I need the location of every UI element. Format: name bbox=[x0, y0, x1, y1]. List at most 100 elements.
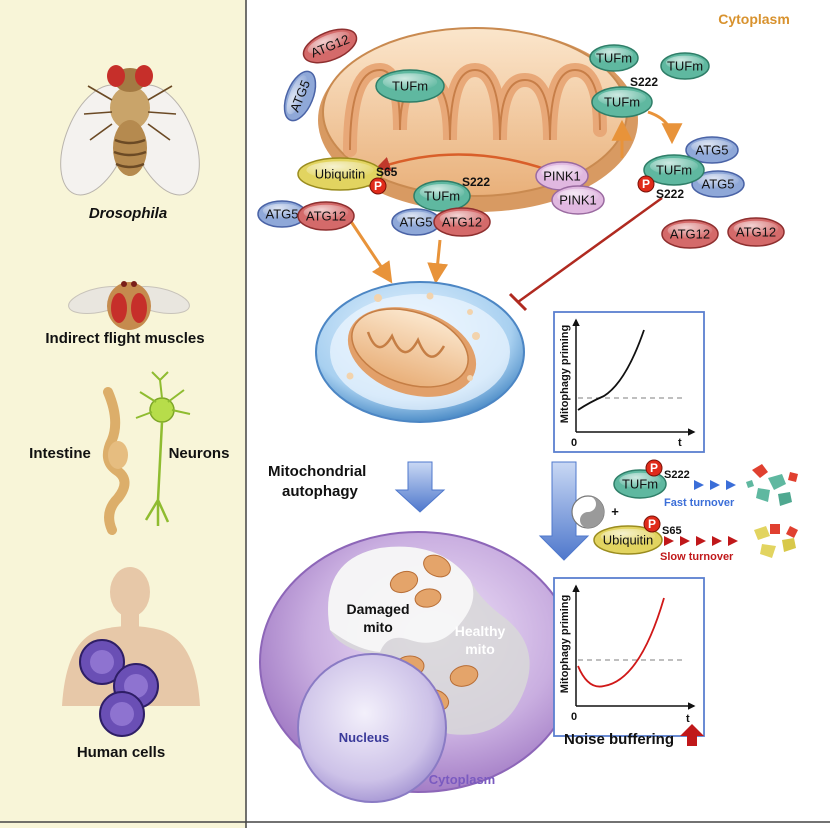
atg5-protein-complex-2-label: ATG5 bbox=[702, 177, 735, 192]
ubiquitin-protein-turnover: Ubiquitin bbox=[593, 525, 663, 555]
atg5-protein-center-label: ATG5 bbox=[400, 215, 433, 230]
cytoplasm-bottom-label: Cytoplasm bbox=[429, 772, 495, 787]
pink1-protein-1: PINK1 bbox=[535, 161, 589, 191]
atg5-protein-left-label: ATG5 bbox=[266, 207, 299, 222]
atg12-protein-center-label: ATG12 bbox=[442, 215, 482, 230]
plot-2-ylabel: Mitophagy priming bbox=[559, 595, 571, 693]
healthy-label-1: Healthy bbox=[455, 623, 506, 639]
tufm-protein-complex: TUFm bbox=[643, 154, 705, 186]
human-cells-icon bbox=[79, 639, 159, 737]
tufm-protein-matrix: TUFm bbox=[375, 69, 445, 103]
tufm-protein-matrix-label: TUFm bbox=[392, 79, 428, 94]
tufm-protein-2: TUFm bbox=[660, 52, 710, 80]
tufm-protein-complex-label: TUFm bbox=[656, 163, 692, 178]
drosophila-icon bbox=[60, 65, 200, 196]
atg12-protein-center: ATG12 bbox=[433, 207, 491, 237]
cell bbox=[259, 531, 577, 803]
s222-label-3: S222 bbox=[462, 175, 490, 189]
plot-1: Mitophagy priming 0 t bbox=[553, 311, 705, 453]
red-up-arrow bbox=[680, 724, 704, 746]
inhibition-arrow bbox=[508, 196, 663, 312]
s65-label-1: S65 bbox=[376, 165, 398, 179]
arrow-tufm-to-complex bbox=[647, 110, 683, 145]
atg5-protein-complex-1-label: ATG5 bbox=[696, 143, 729, 158]
tufm-protein-1: TUFm bbox=[589, 44, 639, 72]
phospho-ubiquitin: P bbox=[369, 177, 387, 195]
tufm-protein-center: TUFm bbox=[413, 180, 471, 212]
atg5-protein-complex-2: ATG5 bbox=[691, 170, 745, 198]
atg12-protein-right-2: ATG12 bbox=[727, 217, 785, 247]
phospho-turnover-tufm: P bbox=[645, 459, 663, 477]
arrow-complex-to-vesicle bbox=[427, 239, 449, 285]
phospho-complex: P bbox=[637, 175, 655, 193]
damaged-label-2: mito bbox=[363, 619, 393, 635]
ubiquitin-protein-turnover-label: Ubiquitin bbox=[603, 533, 654, 548]
tufm-protein-3: TUFm bbox=[591, 86, 653, 118]
s222-label-1: S222 bbox=[630, 75, 658, 89]
atg12-protein-right-1-label: ATG12 bbox=[670, 227, 710, 242]
neuron-icon bbox=[135, 371, 191, 526]
nucleus-label: Nucleus bbox=[339, 730, 390, 745]
arrow-pink1-to-ubiquitin bbox=[375, 153, 549, 172]
mito-autophagy-label-1: Mitochondrial bbox=[268, 463, 366, 480]
atg5-protein-center: ATG5 bbox=[391, 208, 441, 236]
slow-turnover-label: Slow turnover bbox=[660, 551, 734, 563]
ubiquitin-protein-label: Ubiquitin bbox=[315, 167, 366, 182]
fast-chevrons bbox=[694, 480, 736, 490]
svg-text:P: P bbox=[650, 461, 658, 475]
arrow-ubiquitin-to-vesicle bbox=[348, 219, 393, 284]
plot-2-x-origin: 0 bbox=[571, 711, 577, 723]
tufm-protein-turnover-label: TUFm bbox=[622, 477, 658, 492]
svg-text:P: P bbox=[642, 177, 650, 191]
fragments-slow bbox=[754, 524, 798, 558]
plus-sign: + bbox=[611, 504, 619, 519]
tufm-protein-turnover: TUFm bbox=[613, 469, 667, 499]
healthy-label-2: mito bbox=[465, 641, 495, 657]
fast-turnover-label: Fast turnover bbox=[664, 497, 735, 509]
phospho-turnover-ub: P bbox=[643, 515, 661, 533]
pink1-protein-2-label: PINK1 bbox=[559, 193, 597, 208]
atg12-protein-left: ATG12 bbox=[297, 201, 355, 231]
noise-buffering-label: Noise buffering bbox=[564, 731, 674, 748]
tufm-protein-3-label: TUFm bbox=[604, 95, 640, 110]
intestine-icon bbox=[102, 387, 130, 535]
blue-arrow-down-left bbox=[394, 461, 446, 513]
slow-chevrons bbox=[664, 536, 738, 546]
plot-1-x-origin: 0 bbox=[571, 437, 577, 449]
atg5-protein-topleft: ATG5 bbox=[283, 70, 317, 122]
plot-2-x-end: t bbox=[686, 713, 690, 725]
plot-2: Mitophagy priming 0 t bbox=[553, 577, 705, 737]
s65-label-2: S65 bbox=[662, 525, 682, 537]
svg-text:P: P bbox=[374, 179, 382, 193]
s222-label-4: S222 bbox=[664, 469, 690, 481]
damaged-mito-icons bbox=[389, 554, 451, 608]
atg12-protein-right-2-label: ATG12 bbox=[736, 225, 776, 240]
mito-autophagy-label-2: autophagy bbox=[282, 483, 358, 500]
plot-2-curve bbox=[577, 597, 665, 688]
flight-muscles-icon bbox=[68, 281, 190, 330]
fragments-fast bbox=[746, 464, 798, 506]
s222-label-2: S222 bbox=[656, 187, 684, 201]
plot-1-x-end: t bbox=[678, 437, 682, 449]
atg5-protein-left: ATG5 bbox=[257, 200, 307, 228]
intestine-label: Intestine bbox=[29, 445, 91, 462]
pink1-protein-1-label: PINK1 bbox=[543, 169, 581, 184]
tufm-protein-1-label: TUFm bbox=[596, 51, 632, 66]
tufm-protein-center-label: TUFm bbox=[424, 189, 460, 204]
atg12-protein-left-label: ATG12 bbox=[306, 209, 346, 224]
blue-arrow-down-right bbox=[538, 461, 590, 561]
human-cells-label: Human cells bbox=[77, 744, 165, 761]
svg-text:P: P bbox=[648, 517, 656, 531]
plot-1-ylabel: Mitophagy priming bbox=[559, 325, 571, 423]
atg5-protein-complex-1: ATG5 bbox=[685, 136, 739, 164]
cytoplasm-top-label: Cytoplasm bbox=[718, 11, 790, 27]
atg12-protein-right-1: ATG12 bbox=[661, 219, 719, 249]
flight-muscles-label: Indirect flight muscles bbox=[45, 330, 204, 347]
pink1-protein-2: PINK1 bbox=[551, 185, 605, 215]
yin-yang-icon bbox=[571, 495, 605, 529]
autophagosome bbox=[315, 281, 525, 423]
damaged-label-1: Damaged bbox=[346, 601, 409, 617]
plot-1-curve bbox=[577, 329, 645, 411]
